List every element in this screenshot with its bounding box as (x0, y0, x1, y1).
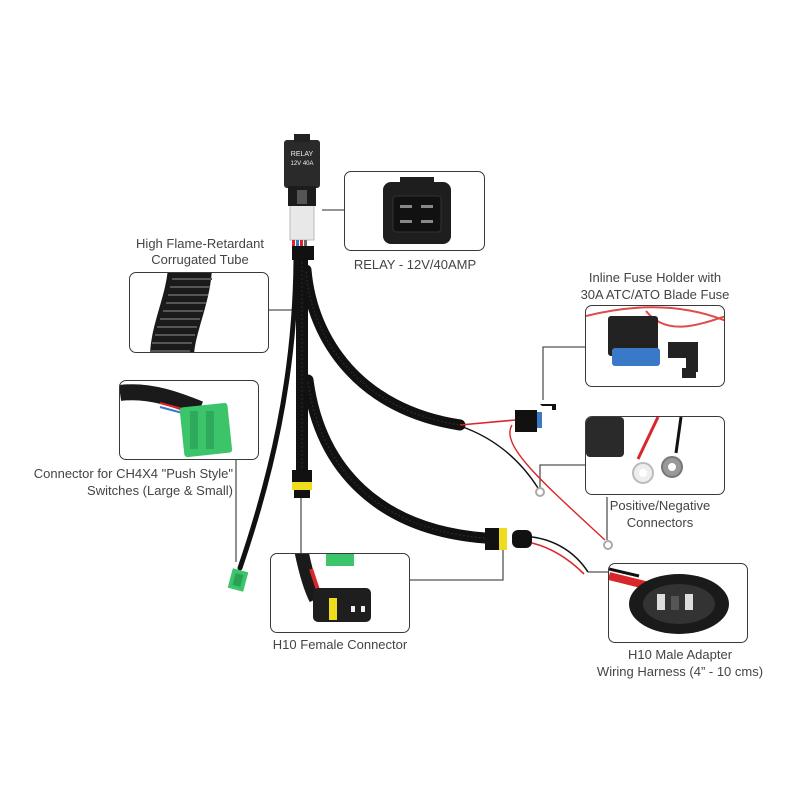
switch-connector-small (227, 568, 249, 592)
fuse-label-line-2: 30A ATC/ATO Blade Fuse (580, 287, 730, 302)
green-connector-icon (120, 384, 233, 458)
leader-line-rings (539, 464, 585, 488)
ring-terminal-negative (535, 487, 545, 497)
red-wire-positive (509, 424, 606, 541)
h10-female-small (292, 470, 312, 498)
h10-male-label-line-1: H10 Male Adapter (627, 647, 733, 662)
relay-pins-icon (383, 177, 451, 244)
tube-label-line-1: High Flame-Retardant (136, 236, 264, 251)
h10-male-label-line-2: Wiring Harness (4” - 10 cms) (596, 664, 764, 679)
switch-label-line-1: Connector for CH4X4 "Push Style" (33, 466, 233, 481)
fuse-callout-image (585, 305, 725, 387)
fuse-holder-icon (586, 306, 724, 378)
relay-rating-text: 12V 40A (290, 161, 314, 167)
h10-connector-pair (485, 528, 532, 550)
h10-female-icon (294, 554, 371, 622)
relay-label: RELAY - 12V/40AMP (353, 257, 477, 272)
switch-connector-callout-image (119, 380, 259, 460)
switch-label-line-2: Switches (Large & Small) (87, 483, 233, 498)
h10-female-callout-image (270, 553, 410, 633)
relay-callout-image (344, 171, 485, 251)
relay-body (284, 134, 320, 206)
switch-cable (237, 257, 299, 571)
inline-fuse-small (515, 404, 556, 432)
relay-socket (289, 204, 315, 241)
ring-terminals-callout-image (585, 416, 725, 495)
tube-label-line-2: Corrugated Tube (151, 252, 249, 267)
branch-tube-fuse (300, 264, 466, 431)
branch-tube-h10 (302, 374, 491, 544)
ring-terminal-icon (586, 417, 683, 484)
corrugated-tube-trunk (237, 250, 491, 571)
black-wire-ground (459, 425, 539, 489)
h10-male-callout-image (608, 563, 748, 643)
red-wire-fuse (459, 419, 516, 426)
h10-male-icon (609, 567, 729, 634)
relay-name-text: RELAY (290, 151, 314, 158)
corrugated-tube-icon (150, 273, 212, 352)
leader-line-fuse (542, 346, 585, 400)
rings-label-line-2: Connectors (626, 515, 694, 530)
tube-callout-image (129, 272, 269, 353)
ring-terminal-positive (603, 540, 613, 550)
h10-female-label: H10 Female Connector (272, 637, 408, 652)
rings-label-line-1: Positive/Negative (609, 498, 711, 513)
leader-line-h10f-box (410, 548, 504, 581)
fuse-label-line-1: Inline Fuse Holder with (588, 270, 722, 285)
